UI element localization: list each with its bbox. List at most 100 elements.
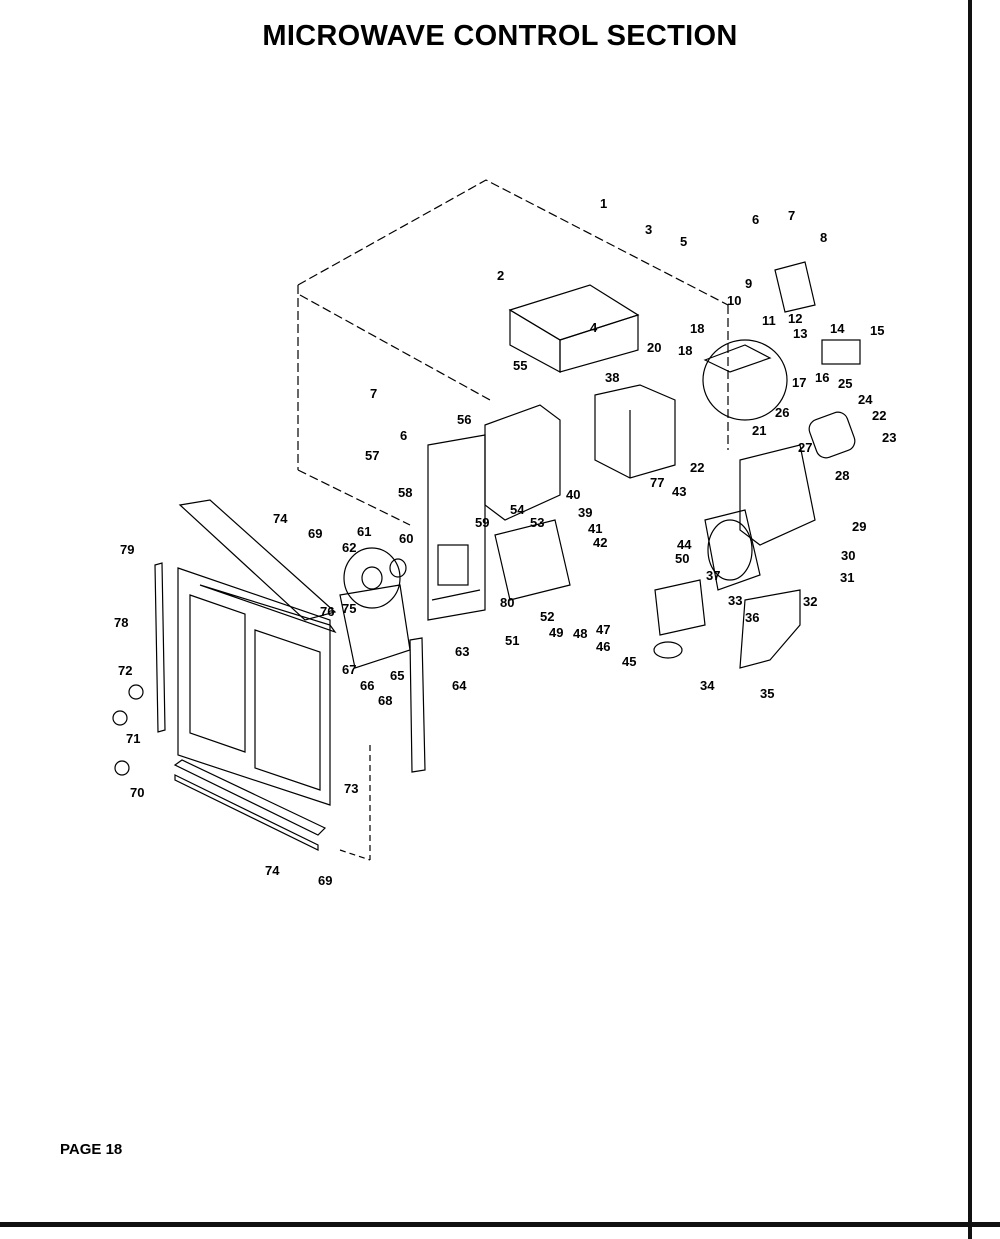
callout-43: 43 [672, 484, 686, 499]
callout-78: 78 [114, 615, 128, 630]
callout-73: 73 [344, 781, 358, 796]
callout-16: 16 [815, 370, 829, 385]
callout-1: 1 [600, 196, 607, 211]
callout-38: 38 [605, 370, 619, 385]
callout-60: 60 [399, 531, 413, 546]
callout-69: 69 [308, 526, 322, 541]
callout-53: 53 [530, 515, 544, 530]
trim-bottom-74 [173, 759, 327, 851]
callout-5: 5 [680, 234, 687, 249]
callout-57: 57 [365, 448, 379, 463]
callout-25: 25 [838, 376, 852, 391]
callout-71: 71 [126, 731, 140, 746]
callout-63: 63 [455, 644, 469, 659]
callout-4: 4 [590, 320, 598, 335]
callout-15: 15 [870, 323, 884, 338]
callout-35: 35 [760, 686, 774, 701]
callout-65: 65 [390, 668, 404, 683]
callout-28: 28 [835, 468, 849, 483]
callout-48: 48 [573, 626, 587, 641]
relay-45 [653, 579, 706, 659]
callout-49: 49 [549, 625, 563, 640]
callout-14: 14 [830, 321, 845, 336]
callout-33: 33 [728, 593, 742, 608]
callout-31: 31 [840, 570, 854, 585]
callout-13: 13 [793, 326, 807, 341]
callout-29: 29 [852, 519, 866, 534]
page-number: PAGE 18 [60, 1141, 123, 1158]
callout-69-repeat: 69 [318, 873, 332, 888]
callout-37: 37 [706, 568, 720, 583]
trim-top-74 [178, 499, 337, 621]
callout-7-repeat: 7 [370, 386, 377, 401]
callout-76: 76 [320, 604, 334, 619]
callout-54: 54 [510, 502, 525, 517]
callout-75: 75 [342, 601, 356, 616]
callout-20: 20 [647, 340, 661, 355]
callout-26: 26 [775, 405, 789, 420]
callout-7: 7 [788, 208, 795, 223]
callout-39: 39 [578, 505, 592, 520]
callout-51: 51 [505, 633, 519, 648]
cabinet-outline [297, 179, 729, 526]
terminal-block-8 [774, 261, 816, 313]
callout-2: 2 [497, 268, 504, 283]
front-panel-73 [177, 567, 337, 806]
callout-34: 34 [700, 678, 715, 693]
callout-32: 32 [803, 594, 817, 609]
callout-50: 50 [675, 551, 689, 566]
callout-42: 42 [593, 535, 607, 550]
callout-44: 44 [677, 537, 692, 552]
callout-22: 22 [872, 408, 886, 423]
callout-6: 6 [752, 212, 759, 227]
callout-64: 64 [452, 678, 467, 693]
knobs [112, 684, 144, 776]
callout-52: 52 [540, 609, 554, 624]
callout-8: 8 [820, 230, 827, 245]
frame-right-border [968, 0, 972, 1239]
callout-74: 74 [273, 511, 288, 526]
callout-23: 23 [882, 430, 896, 445]
callout-3: 3 [645, 222, 652, 237]
side-strip-78 [154, 562, 166, 733]
callout-77: 77 [650, 475, 664, 490]
mount-bracket-2 [508, 284, 640, 374]
callout-21: 21 [752, 423, 766, 438]
callout-46: 46 [596, 639, 610, 654]
callout-30: 30 [841, 548, 855, 563]
callout-66: 66 [360, 678, 374, 693]
lead-lines [339, 745, 371, 861]
callout-79: 79 [120, 542, 134, 557]
callout-24: 24 [858, 392, 873, 407]
callout-72: 72 [118, 663, 132, 678]
mechanism-65 [339, 584, 411, 669]
capacitor-24 [808, 411, 856, 459]
callout-10: 10 [727, 293, 741, 308]
callout-58: 58 [398, 485, 412, 500]
bracket-34 [739, 589, 801, 669]
callout-22-repeat: 22 [690, 460, 704, 475]
callout-62: 62 [342, 540, 356, 555]
callout-74-repeat: 74 [265, 863, 280, 878]
callout-12: 12 [788, 311, 802, 326]
callout-6-repeat: 6 [400, 428, 407, 443]
callout-36: 36 [745, 610, 759, 625]
callout-18: 18 [690, 321, 704, 336]
callout-67: 67 [342, 662, 356, 677]
callout-41: 41 [588, 521, 602, 536]
callout-68: 68 [378, 693, 392, 708]
magnetron-38 [594, 384, 676, 479]
frame-bottom-border [0, 1222, 1000, 1227]
callout-70: 70 [130, 785, 144, 800]
circuit-board-53 [494, 519, 571, 601]
switch-15 [821, 339, 861, 365]
callout-80: 80 [500, 595, 514, 610]
callout-17: 17 [792, 375, 806, 390]
fan-motor-19 [702, 339, 788, 421]
callout-55: 55 [513, 358, 527, 373]
callout-61: 61 [357, 524, 371, 539]
callout-47: 47 [596, 622, 610, 637]
callout-9: 9 [745, 276, 752, 291]
